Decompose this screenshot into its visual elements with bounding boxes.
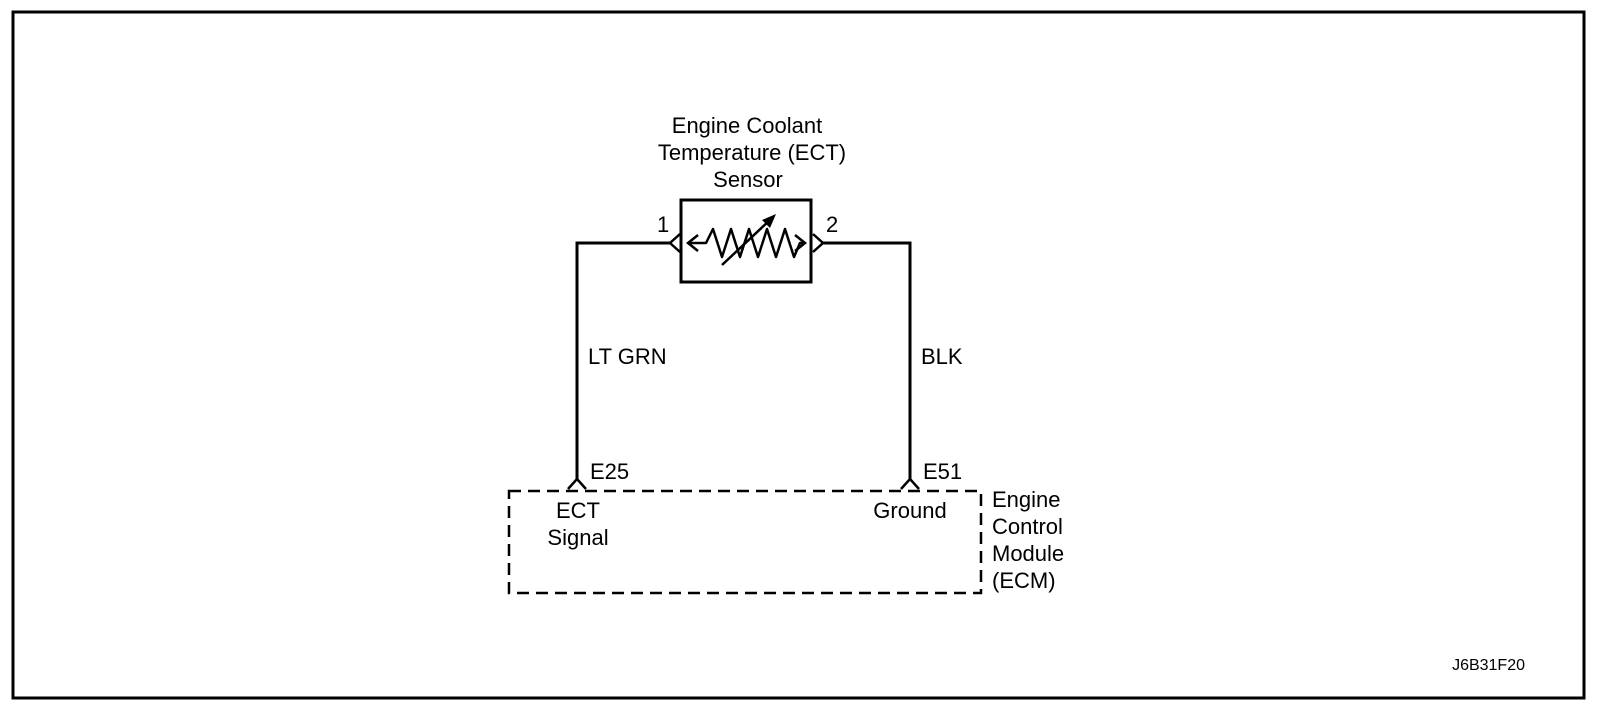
arrow-right-icon [794,234,808,252]
variable-arrow-head-icon [762,214,776,228]
thermistor-zigzag [688,227,805,259]
sensor-title-line-3: Sensor [713,167,783,192]
ecm-connector-e25-icon [567,477,587,490]
ect-sensor [668,198,825,284]
variable-arrow-line [721,218,772,266]
ecm-signal-line-2: Signal [547,525,608,550]
ecm-title: Engine Control Module (ECM) [992,487,1064,593]
wire-lt-grn [575,241,670,480]
ecm-title-line-2: Control [992,514,1063,539]
ecm-title-line-4: (ECM) [992,568,1056,593]
ecm-title-line-1: Engine [992,487,1061,512]
ecm-pin-e25: E25 [590,459,629,484]
outer-frame [11,10,1586,700]
ecm-pin-e51: E51 [923,459,962,484]
ecm-ground-label: Ground [873,498,946,523]
sensor-pin-2: 2 [826,212,838,237]
arrow-left-icon [685,234,699,252]
sensor-title-line-1: Engine Coolant [672,113,822,138]
wire-color-blk: BLK [921,344,963,369]
ecm-connector-e51-icon [900,477,920,490]
ecm-signal-line-1: ECT [556,498,600,523]
ecm-title-line-3: Module [992,541,1064,566]
sensor-title: Engine Coolant Temperature (ECT) Sensor [658,113,846,192]
ecm-box [507,489,983,595]
sensor-pin-1: 1 [657,212,669,237]
sensor-title-line-2: Temperature (ECT) [658,140,846,165]
wire-color-lt-grn: LT GRN [588,344,667,369]
sensor-connector-left-icon [668,233,681,253]
sensor-connector-right-icon [812,233,825,253]
figure-id: J6B31F20 [1452,657,1525,674]
wire-blk [823,241,912,480]
